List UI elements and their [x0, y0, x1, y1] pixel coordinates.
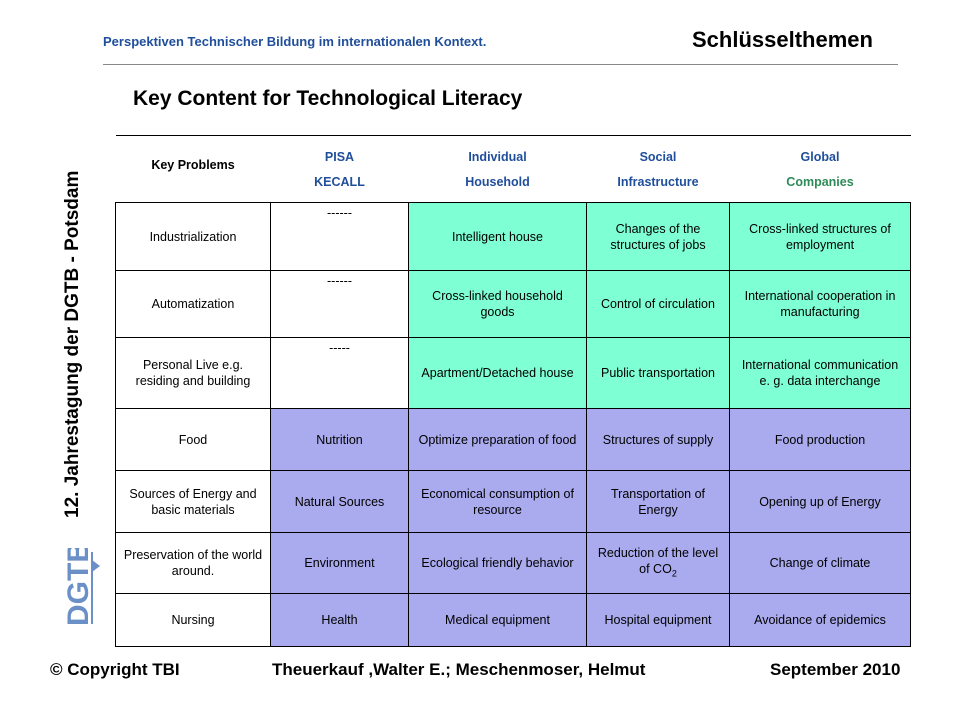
- global-cell: International communication e. g. data i…: [729, 337, 911, 409]
- social-cell: Structures of supply: [586, 408, 730, 471]
- footer-copyright: © Copyright TBI: [50, 660, 180, 679]
- footer-date: September 2010: [770, 660, 901, 679]
- individual-cell: Ecological friendly behavior: [408, 532, 587, 594]
- individual-cell: Apartment/Detached house: [408, 337, 587, 409]
- global-cell: Opening up of Energy: [729, 470, 911, 533]
- pisa-cell: Health: [270, 593, 409, 647]
- global-cell: Food production: [729, 408, 911, 471]
- social-cell: Control of circulation: [586, 270, 730, 338]
- key-problem-cell: Industrialization: [115, 202, 271, 271]
- footer-authors: Theuerkauf ,Walter E.; Meschenmoser, Hel…: [272, 660, 646, 679]
- global-cell: International cooperation in manufacturi…: [729, 270, 911, 338]
- individual-cell: Cross-linked household goods: [408, 270, 587, 338]
- table-row: Preservation of the world around. Enviro…: [115, 532, 911, 594]
- social-cell: Hospital equipment: [586, 593, 730, 647]
- dgtb-logo-text: DGTB: [62, 548, 95, 626]
- individual-cell: Medical equipment: [408, 593, 587, 647]
- pisa-cell: -----: [270, 337, 409, 409]
- social-cell: Changes of the structures of jobs: [586, 202, 730, 271]
- topic-label: Schlüsselthemen: [692, 27, 873, 52]
- table-row: Nursing Health Medical equipment Hospita…: [115, 593, 911, 647]
- key-problem-cell: Nursing: [115, 593, 271, 647]
- table-row: Food Nutrition Optimize preparation of f…: [115, 408, 911, 471]
- pisa-cell: Natural Sources: [270, 470, 409, 533]
- key-problem-cell: Personal Live e.g. residing and building: [115, 337, 271, 409]
- pisa-cell: Nutrition: [270, 408, 409, 471]
- social-cell: Reduction of the level of CO2: [586, 532, 730, 594]
- table-row: Automatization ------ Cross-linked house…: [115, 270, 911, 338]
- individual-cell: Optimize preparation of food: [408, 408, 587, 471]
- pisa-cell: ------: [270, 202, 409, 271]
- conference-vertical-label: 12. Jahrestagung der DGTB - Potsdam: [62, 170, 83, 518]
- pisa-cell: ------: [270, 270, 409, 338]
- page-title: Key Content for Technological Literacy: [133, 87, 523, 110]
- key-problem-cell: Preservation of the world around.: [115, 532, 271, 594]
- table-row: Personal Live e.g. residing and building…: [115, 337, 911, 409]
- table-row: Sources of Energy and basic materials Na…: [115, 470, 911, 533]
- key-problem-cell: Sources of Energy and basic materials: [115, 470, 271, 533]
- dgtb-logo: DGTB: [62, 548, 100, 626]
- global-cell: Cross-linked structures of employment: [729, 202, 911, 271]
- social-cell: Transportation of Energy: [586, 470, 730, 533]
- social-cell: Public transportation: [586, 337, 730, 409]
- header-subtitle: Perspektiven Technischer Bildung im inte…: [103, 34, 487, 49]
- key-problem-cell: Automatization: [115, 270, 271, 338]
- pisa-cell: Environment: [270, 532, 409, 594]
- global-cell: Change of climate: [729, 532, 911, 594]
- header-divider: [103, 64, 898, 65]
- table-row: Industrialization ------ Intelligent hou…: [115, 202, 911, 271]
- global-cell: Avoidance of epidemics: [729, 593, 911, 647]
- key-problem-cell: Food: [115, 408, 271, 471]
- individual-cell: Intelligent house: [408, 202, 587, 271]
- individual-cell: Economical consumption of resource: [408, 470, 587, 533]
- header-key-problems: Key Problems: [115, 135, 271, 203]
